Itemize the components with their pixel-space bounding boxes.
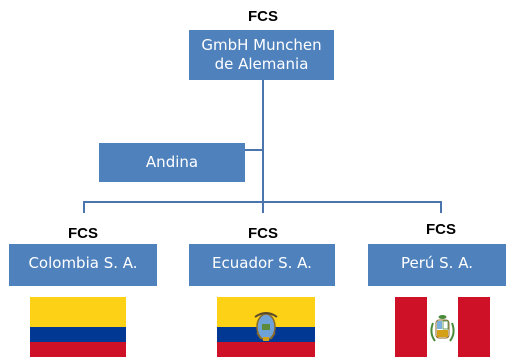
colombia-node[interactable]: Colombia S. A. bbox=[9, 244, 157, 286]
connector-assistant bbox=[245, 149, 263, 151]
peru-brand-label: FCS bbox=[426, 221, 456, 238]
peru-node[interactable]: Perú S. A. bbox=[368, 244, 506, 286]
colombia-brand-label: FCS bbox=[68, 225, 98, 242]
colombia-flag bbox=[30, 297, 126, 357]
root-brand-label: FCS bbox=[248, 8, 278, 25]
root-node[interactable]: GmbH Munchen de Alemania bbox=[189, 30, 334, 80]
peru-flag bbox=[395, 297, 490, 357]
connector-peru bbox=[440, 201, 442, 213]
connector-colombia bbox=[83, 201, 85, 213]
ecuador-node[interactable]: Ecuador S. A. bbox=[189, 244, 335, 286]
connector-ecuador bbox=[262, 201, 264, 213]
assistant-node[interactable]: Andina bbox=[99, 143, 245, 182]
ecuador-brand-label: FCS bbox=[248, 225, 278, 242]
connector-root-vertical bbox=[262, 80, 264, 202]
ecuador-flag bbox=[217, 297, 315, 357]
peru-coat-of-arms-icon bbox=[430, 315, 455, 342]
ecuador-coat-of-arms-icon bbox=[254, 312, 278, 341]
